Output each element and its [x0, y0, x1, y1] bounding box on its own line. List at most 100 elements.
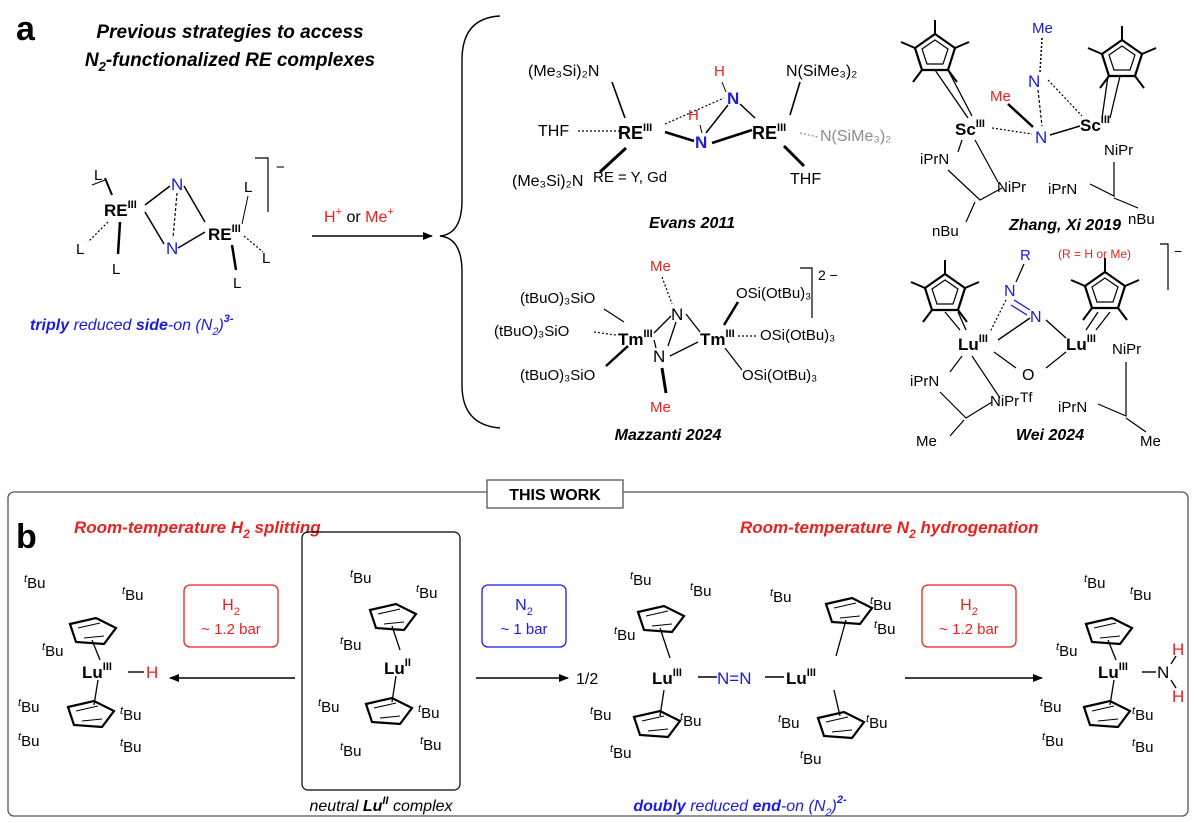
svg-text:2 −: 2 − — [818, 267, 838, 283]
svg-text:Me: Me — [916, 433, 937, 450]
svg-text:L: L — [76, 241, 84, 258]
panel-a-heading-line2: N2-functionalized RE complexes — [85, 50, 375, 74]
svg-text:NiPr: NiPr — [1112, 341, 1141, 358]
panel-b-frame — [7, 491, 1189, 817]
svg-text:LuIII: LuIII — [82, 661, 112, 682]
evans-n1: N — [695, 133, 707, 152]
svg-text:tBu: tBu — [866, 713, 887, 732]
svg-text:H: H — [146, 663, 158, 682]
svg-text:tBu: tBu — [122, 585, 143, 604]
svg-text:tBu: tBu — [1042, 731, 1063, 750]
svg-text:tBu: tBu — [690, 581, 711, 600]
svg-text:Me: Me — [990, 88, 1011, 105]
svg-text:tBu: tBu — [1056, 641, 1077, 660]
svg-text:tBu: tBu — [18, 731, 39, 750]
svg-text:tBu: tBu — [120, 705, 141, 724]
svg-text:iPrN: iPrN — [920, 151, 949, 168]
svg-text:N(SiMe₃)₂: N(SiMe₃)₂ — [820, 128, 891, 145]
this-work-box — [486, 479, 624, 509]
svg-text:tBu: tBu — [590, 705, 611, 724]
svg-text:L: L — [262, 250, 270, 267]
svg-text:H2: H2 — [960, 597, 978, 618]
svg-text:NiPr: NiPr — [997, 179, 1026, 196]
svg-text:N: N — [671, 305, 683, 324]
lu-amide-complex: tBu tBu tBu LuIII N H H tBu tBu tBu tBu — [1040, 573, 1184, 756]
dimer-caption: doubly reduced end-on (N2)2- — [633, 794, 847, 819]
svg-text:tBu: tBu — [340, 741, 361, 760]
svg-text:NiPr: NiPr — [1104, 142, 1133, 159]
svg-text:OSi(OtBu)₃: OSi(OtBu)₃ — [760, 327, 835, 344]
svg-text:(R = H or Me): (R = H or Me) — [1058, 247, 1131, 261]
svg-text:Tf: Tf — [1020, 389, 1033, 405]
svg-text:tBu: tBu — [418, 703, 439, 722]
svg-text:(tBuO)₃SiO: (tBuO)₃SiO — [520, 290, 595, 307]
svg-text:~ 1 bar: ~ 1 bar — [500, 621, 547, 638]
reagent-box-h2-right — [921, 584, 1017, 648]
start-re-left: REIII — [104, 199, 137, 220]
panel-a-brace — [439, 15, 501, 429]
svg-text:N: N — [1157, 663, 1169, 682]
svg-text:tBu: tBu — [778, 713, 799, 732]
svg-text:tBu: tBu — [1084, 573, 1105, 592]
panel-a-heading-line1: Previous strategies to access — [96, 22, 363, 43]
svg-text:tBu: tBu — [874, 619, 895, 638]
zhang-caption: Zhang, Xi 2019 — [1008, 217, 1121, 234]
svg-text:tBu: tBu — [680, 711, 701, 730]
svg-text:tBu: tBu — [350, 568, 371, 587]
svg-text:H: H — [1172, 687, 1184, 706]
evans-caption: Evans 2011 — [649, 215, 735, 232]
evans-re-left: REIII — [618, 122, 652, 143]
svg-text:tBu: tBu — [120, 737, 141, 756]
mazzanti-tm-left: TmIII — [618, 328, 653, 349]
svg-text:tBu: tBu — [416, 583, 437, 602]
svg-text:N: N — [653, 347, 665, 366]
svg-text:N2: N2 — [515, 597, 533, 618]
svg-text:tBu: tBu — [1132, 737, 1153, 756]
reagent-box-h2-left — [183, 584, 279, 648]
mazzanti-caption: Mazzanti 2024 — [615, 427, 722, 444]
svg-text:N: N — [1004, 283, 1016, 300]
svg-text:OSi(OtBu)₃: OSi(OtBu)₃ — [736, 285, 811, 302]
svg-text:LuIII: LuIII — [652, 667, 682, 688]
svg-text:OSi(OtBu)₃: OSi(OtBu)₃ — [742, 367, 817, 384]
svg-text:L: L — [94, 167, 102, 184]
svg-text:RE = Y, Gd: RE = Y, Gd — [593, 169, 667, 186]
half-coefficient: 1/2 — [576, 671, 598, 688]
svg-text:N: N — [1030, 309, 1042, 326]
panel-a-reagent: H+ or Me+ — [324, 206, 394, 226]
svg-text:~ 1.2 bar: ~ 1.2 bar — [939, 621, 999, 638]
svg-text:tBu: tBu — [340, 635, 361, 654]
svg-text:R: R — [1020, 247, 1031, 264]
svg-text:LuII: LuII — [384, 657, 411, 678]
example-evans: (Me₃Si)₂N THF REIII (Me₃Si)₂N RE = Y, Gd… — [512, 63, 891, 232]
evans-re-right: REIII — [752, 122, 786, 143]
svg-text:THF: THF — [538, 123, 569, 140]
n2-bridged-dimer: tBu tBu tBu LuIII N=N LuIII tBu tBu tBu … — [590, 570, 895, 768]
svg-text:tBu: tBu — [870, 595, 891, 614]
evans-n2: N — [727, 89, 739, 108]
start-re-right: REIII — [208, 223, 241, 244]
svg-text:N(SiMe₃)₂: N(SiMe₃)₂ — [786, 63, 857, 80]
svg-text:tBu: tBu — [24, 573, 45, 592]
svg-text:−: − — [276, 159, 285, 176]
svg-text:Me: Me — [1032, 20, 1053, 37]
zhang-sc-left: ScIII — [955, 118, 985, 139]
lu-hydride-complex: tBu tBu tBu LuIII H tBu tBu tBu tBu — [18, 573, 158, 756]
zhang-sc-right: ScIII — [1080, 114, 1110, 135]
start-complex: L REIII L L N N REIII L L L − — [76, 157, 285, 292]
lu-ii-complex: tBu tBu tBu LuII tBu tBu tBu tBu — [318, 568, 441, 760]
svg-text:(Me₃Si)₂N: (Me₃Si)₂N — [512, 173, 583, 190]
svg-text:iPrN: iPrN — [1058, 399, 1087, 416]
this-work-label: THIS WORK — [509, 487, 601, 504]
svg-text:H: H — [688, 107, 699, 124]
svg-text:Me: Me — [1140, 433, 1161, 450]
svg-text:tBu: tBu — [770, 587, 791, 606]
svg-text:(tBuO)₃SiO: (tBuO)₃SiO — [520, 367, 595, 384]
example-mazzanti: (tBuO)₃SiO (tBuO)₃SiO (tBuO)₃SiO TmIII M… — [494, 258, 838, 444]
svg-text:NiPr: NiPr — [990, 393, 1019, 410]
wei-caption: Wei 2024 — [1016, 427, 1084, 444]
svg-text:tBu: tBu — [630, 570, 651, 589]
panel-b-label: b — [16, 518, 37, 556]
svg-text:L: L — [112, 261, 120, 278]
svg-text:L: L — [244, 179, 252, 196]
